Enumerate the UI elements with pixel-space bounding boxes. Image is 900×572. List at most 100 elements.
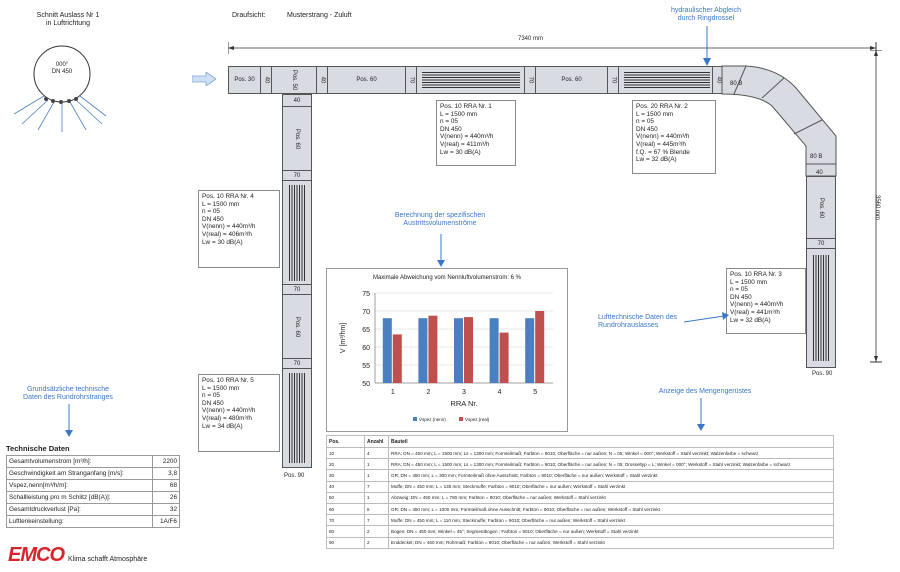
annotation-grund: Grundsätzliche technische Daten des Rund… [8, 386, 128, 402]
cell-pos: 80 [326, 525, 365, 538]
tech-label: Gesamtvolumenstrom [m³/h]: [5, 455, 154, 468]
duct-left-pos60-label: Pos. 60 [293, 128, 300, 149]
cell-count: 2 [364, 536, 389, 549]
tech-value: 1A/F6 [152, 515, 180, 528]
duct-right-pos60: Pos. 60 [807, 177, 835, 239]
x-tick-label: 2 [426, 389, 430, 396]
infobox-line: DN 450 [636, 125, 658, 133]
infobox-line: V(real) = 406m³/h [202, 230, 252, 238]
dimension-height-line [870, 50, 882, 363]
table-row: Gesamtvolumenstrom [m³/h]:2200 [5, 455, 180, 468]
annotation-abgleich: hydraulischer Abgleich durch Ringdrossel [636, 7, 776, 23]
duct-seg-pos60b: Pos. 60 [536, 67, 608, 93]
cell-count: 6 [364, 502, 389, 516]
bar-nenn [525, 318, 535, 383]
duct-left-rra4 [283, 181, 311, 285]
duct-left-pos60: Pos. 60 [283, 107, 311, 171]
infobox-line: DN 450 [202, 215, 224, 223]
bar-nenn [382, 318, 392, 383]
chart-title: Maximale Abweichung vom Nennluftvolumens… [372, 275, 522, 281]
arrow-down-icon [703, 26, 711, 66]
duct-seg-pos50: Pos. 50 [272, 67, 317, 93]
infobox-line: V(nenn) = 440m³/h [440, 133, 494, 141]
y-tick-label: 70 [362, 309, 370, 316]
y-axis-label: V [m³/hm] [340, 323, 347, 353]
duct-seg-rra2 [619, 67, 713, 93]
bar-real [464, 317, 473, 383]
strang-title: Musterstrang - Zuluft [287, 12, 352, 19]
legend-swatch-nenn [413, 417, 417, 421]
cell-desc: Bogen; DN = 450 mm; Winkel = 45°; Segmen… [388, 525, 834, 538]
cell-pos: 50 [326, 491, 365, 504]
cell-count: 7 [364, 514, 389, 527]
infobox-line: Lw = 30 dB(A) [440, 148, 481, 156]
annotation-berechnung-line1: Berechnung der spezifischen [394, 212, 486, 219]
x-tick-label: 3 [462, 389, 466, 396]
infobox-line: Lw = 34 dB(A) [202, 422, 243, 430]
cell-desc: Enddeckel; DN = 450 mm; Rohrmaß; Farbton… [388, 536, 834, 549]
section-dn: DN 450 [51, 69, 73, 75]
infobox-line: Pos. 10 RRA Nr. 4 [202, 193, 254, 200]
duct-seg-40b-label: 40 [319, 76, 325, 84]
x-axis-label: RRA Nr. [450, 399, 477, 408]
infobox-rra3: Pos. 10 RRA Nr. 3 L = 1500 mm n = 05 DN … [726, 268, 806, 334]
x-tick-label: 1 [391, 389, 395, 396]
infobox-line: Lw = 30 dB(A) [202, 238, 243, 246]
duct-left-pos60b-label: Pos. 60 [293, 316, 300, 337]
annotation-luft: Lufttechnische Daten des Rundrohrauslass… [598, 314, 677, 330]
infobox-line: L = 1500 mm [730, 278, 768, 286]
infobox-line: V(nenn) = 440m³/h [730, 301, 784, 309]
infobox-line: DN 450 [440, 125, 462, 133]
cell-pos: 60 [326, 502, 365, 516]
annotation-luft-line2: Rundrohrauslasses [598, 322, 659, 329]
annotation-berechnung: Berechnung der spezifischen Austrittsvol… [360, 212, 520, 228]
infobox-line: V(real) = 441m³/h [730, 308, 780, 316]
cell-desc: Muffe; DN = 450 mm; L = 135 mm; Steckmuf… [388, 480, 834, 493]
dimension-width-line [228, 42, 877, 54]
section-angle: 000° [55, 62, 69, 68]
bend-label-3: 40 [816, 170, 823, 176]
infobox-line: V(nenn) = 440m³/h [202, 407, 256, 415]
cell-count: 1 [364, 469, 389, 482]
cell-desc: RRA; DN = 450 mm; L = 1500 mm; Ls = 1300… [388, 458, 834, 471]
arrow-down-icon [65, 404, 73, 437]
y-tick-label: 50 [362, 381, 370, 388]
infobox-line: L = 1500 mm [202, 384, 240, 392]
tech-value: 32 [152, 503, 180, 516]
bar-real [428, 315, 438, 383]
infobox-line: Pos. 10 RRA Nr. 1 [440, 103, 492, 110]
infobox-line: n = 05 [202, 392, 220, 400]
duct-left-pos60b: Pos. 60 [283, 295, 311, 359]
duct-seg-rra1 [417, 67, 525, 93]
table-row: Luftlenkeinstellung:1A/F6 [5, 515, 180, 528]
chart-container: Maximale Abweichung vom Nennluftvolumens… [326, 268, 568, 432]
bar-real [535, 311, 545, 383]
dimension-height-label: 3560 mm [874, 194, 881, 221]
infobox-line: Pos. 10 RRA Nr. 5 [202, 377, 254, 384]
bar-nenn [454, 318, 463, 383]
table-row: Schallleistung pro m Schlitz [dB(A)]:26 [5, 491, 180, 504]
cell-desc: Muffe; DN = 450 mm; L = 110 mm; Steckmuf… [388, 514, 834, 527]
y-tick-label: 75 [362, 291, 370, 298]
emco-logo: EMCO [8, 544, 65, 566]
cell-count: 2 [364, 525, 389, 538]
bar-real [499, 332, 509, 383]
x-tick-label: 4 [498, 389, 502, 396]
section-circle-drawing [13, 45, 107, 132]
legend-label-real: V̇spez.(real) [465, 416, 490, 422]
duct-seg-70c-label: 70 [610, 76, 616, 84]
infobox-line: Lw = 32 dB(A) [730, 316, 771, 324]
infobox-line: n = 05 [730, 286, 748, 294]
cell-desc: GR; DN = 450 mm; L = 1000 mm; Formteilma… [388, 502, 834, 516]
cell-count: 4 [364, 446, 389, 460]
duct-vertical-left: 40 Pos. 60 70 70 Pos. 60 70 [282, 94, 312, 468]
duct-seg-pos60: Pos. 60 [328, 67, 406, 93]
col-header: Bauteil [388, 435, 834, 448]
cell-pos: 20 [326, 458, 365, 471]
section-labels: 000° DN 450 [42, 62, 82, 76]
